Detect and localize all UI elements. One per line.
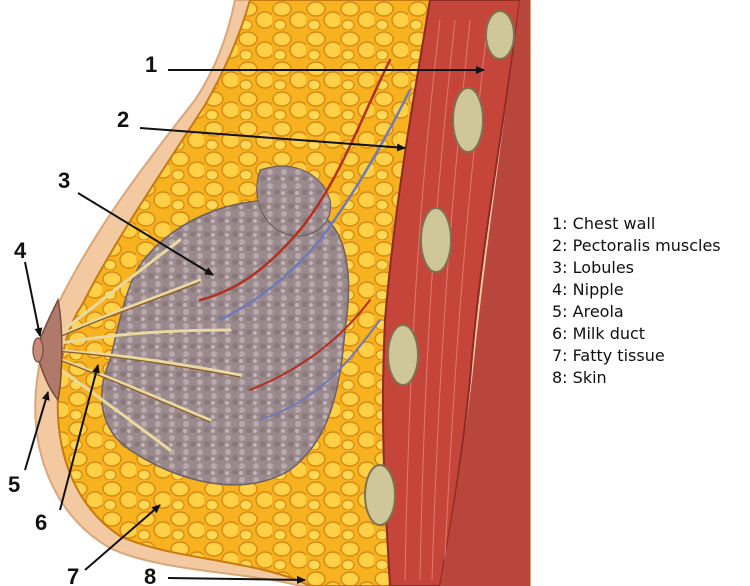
marker-4: 4 bbox=[14, 238, 27, 263]
legend-item-lobules: 3: Lobules bbox=[552, 257, 750, 279]
legend: 1: Chest wall 2: Pectoralis muscles 3: L… bbox=[552, 213, 750, 389]
marker-3: 3 bbox=[58, 168, 70, 193]
legend-item-fatty-tissue: 7: Fatty tissue bbox=[552, 345, 750, 367]
rib bbox=[486, 11, 514, 59]
marker-6: 6 bbox=[35, 510, 47, 535]
marker-8: 8 bbox=[144, 564, 156, 586]
marker-2: 2 bbox=[117, 107, 129, 132]
legend-item-chest-wall: 1: Chest wall bbox=[552, 213, 750, 235]
rib bbox=[421, 208, 451, 272]
legend-item-milk-duct: 6: Milk duct bbox=[552, 323, 750, 345]
legend-item-areola: 5: Areola bbox=[552, 301, 750, 323]
marker-1: 1 bbox=[145, 52, 157, 77]
marker-7: 7 bbox=[67, 564, 79, 586]
rib bbox=[365, 465, 395, 525]
legend-item-pectoralis-muscles: 2: Pectoralis muscles bbox=[552, 235, 750, 257]
legend-item-nipple: 4: Nipple bbox=[552, 279, 750, 301]
nipple bbox=[33, 338, 43, 362]
legend-item-skin: 8: Skin bbox=[552, 367, 750, 389]
rib bbox=[453, 88, 483, 152]
arrow-4 bbox=[25, 262, 40, 336]
rib bbox=[388, 325, 418, 385]
marker-5: 5 bbox=[8, 472, 20, 497]
